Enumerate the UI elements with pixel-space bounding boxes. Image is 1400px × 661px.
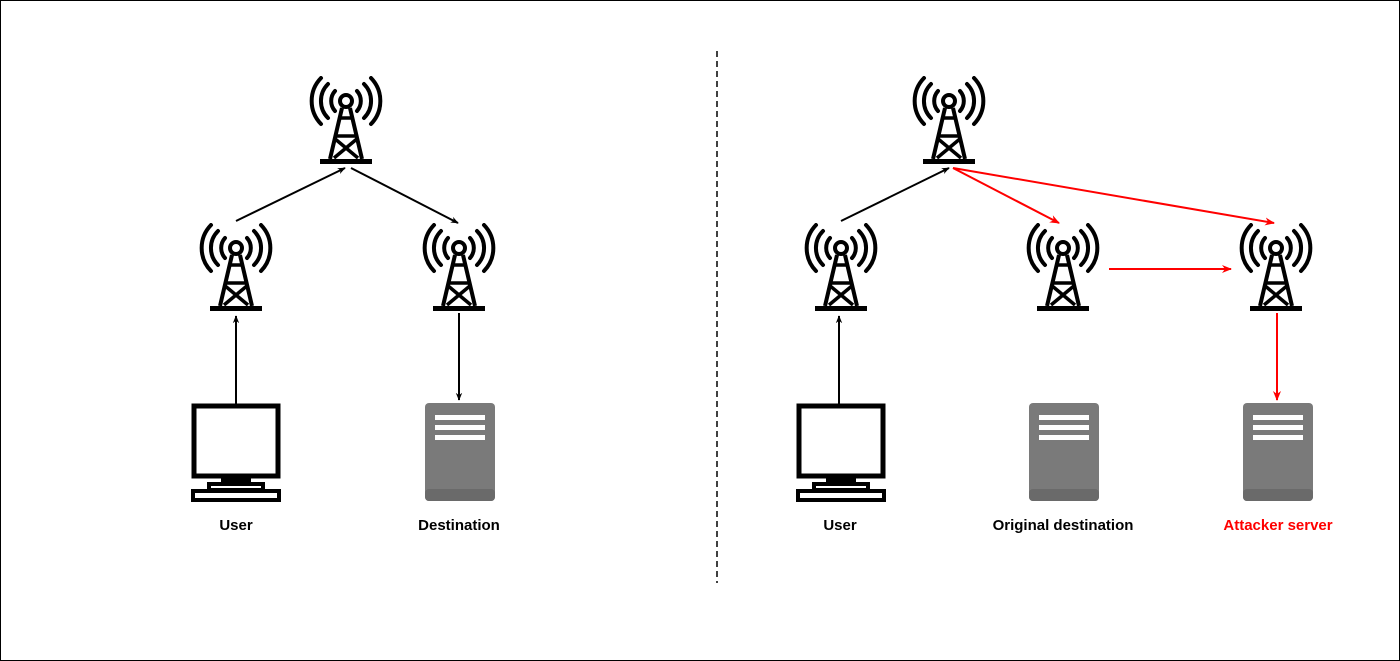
left-dest-tower-icon <box>422 223 496 313</box>
left-destination-server-icon <box>425 403 495 501</box>
right-user-label: User <box>823 517 857 534</box>
left-top-tower-icon <box>309 76 383 166</box>
right-original-destination-label: Original destination <box>992 517 1134 534</box>
left-user-label: User <box>219 517 253 534</box>
right-attacker-server-label: Attacker server <box>1223 517 1333 534</box>
right-attacker-tower-icon <box>1239 223 1313 313</box>
left-edge-top-to-dest-tower <box>350 167 459 224</box>
right-edge-top-to-attacker-tower <box>952 167 1275 226</box>
right-attacker-server-icon <box>1243 403 1313 501</box>
right-user-tower-icon <box>804 223 878 313</box>
right-edge-tower-to-top <box>840 167 950 222</box>
left-user-tower-icon <box>199 223 273 313</box>
right-top-tower-icon <box>912 76 986 166</box>
right-edge-top-to-orig-tower <box>952 167 1060 224</box>
left-edge-tower-to-top <box>235 167 346 222</box>
right-orig-tower-icon <box>1026 223 1100 313</box>
right-original-destination-server-icon <box>1029 403 1099 501</box>
left-user-computer-monitor-icon <box>193 406 279 500</box>
right-panel <box>798 76 1313 501</box>
left-destination-label: Destination <box>418 517 500 534</box>
left-panel <box>193 76 496 501</box>
right-user-computer-monitor-icon <box>798 406 884 500</box>
